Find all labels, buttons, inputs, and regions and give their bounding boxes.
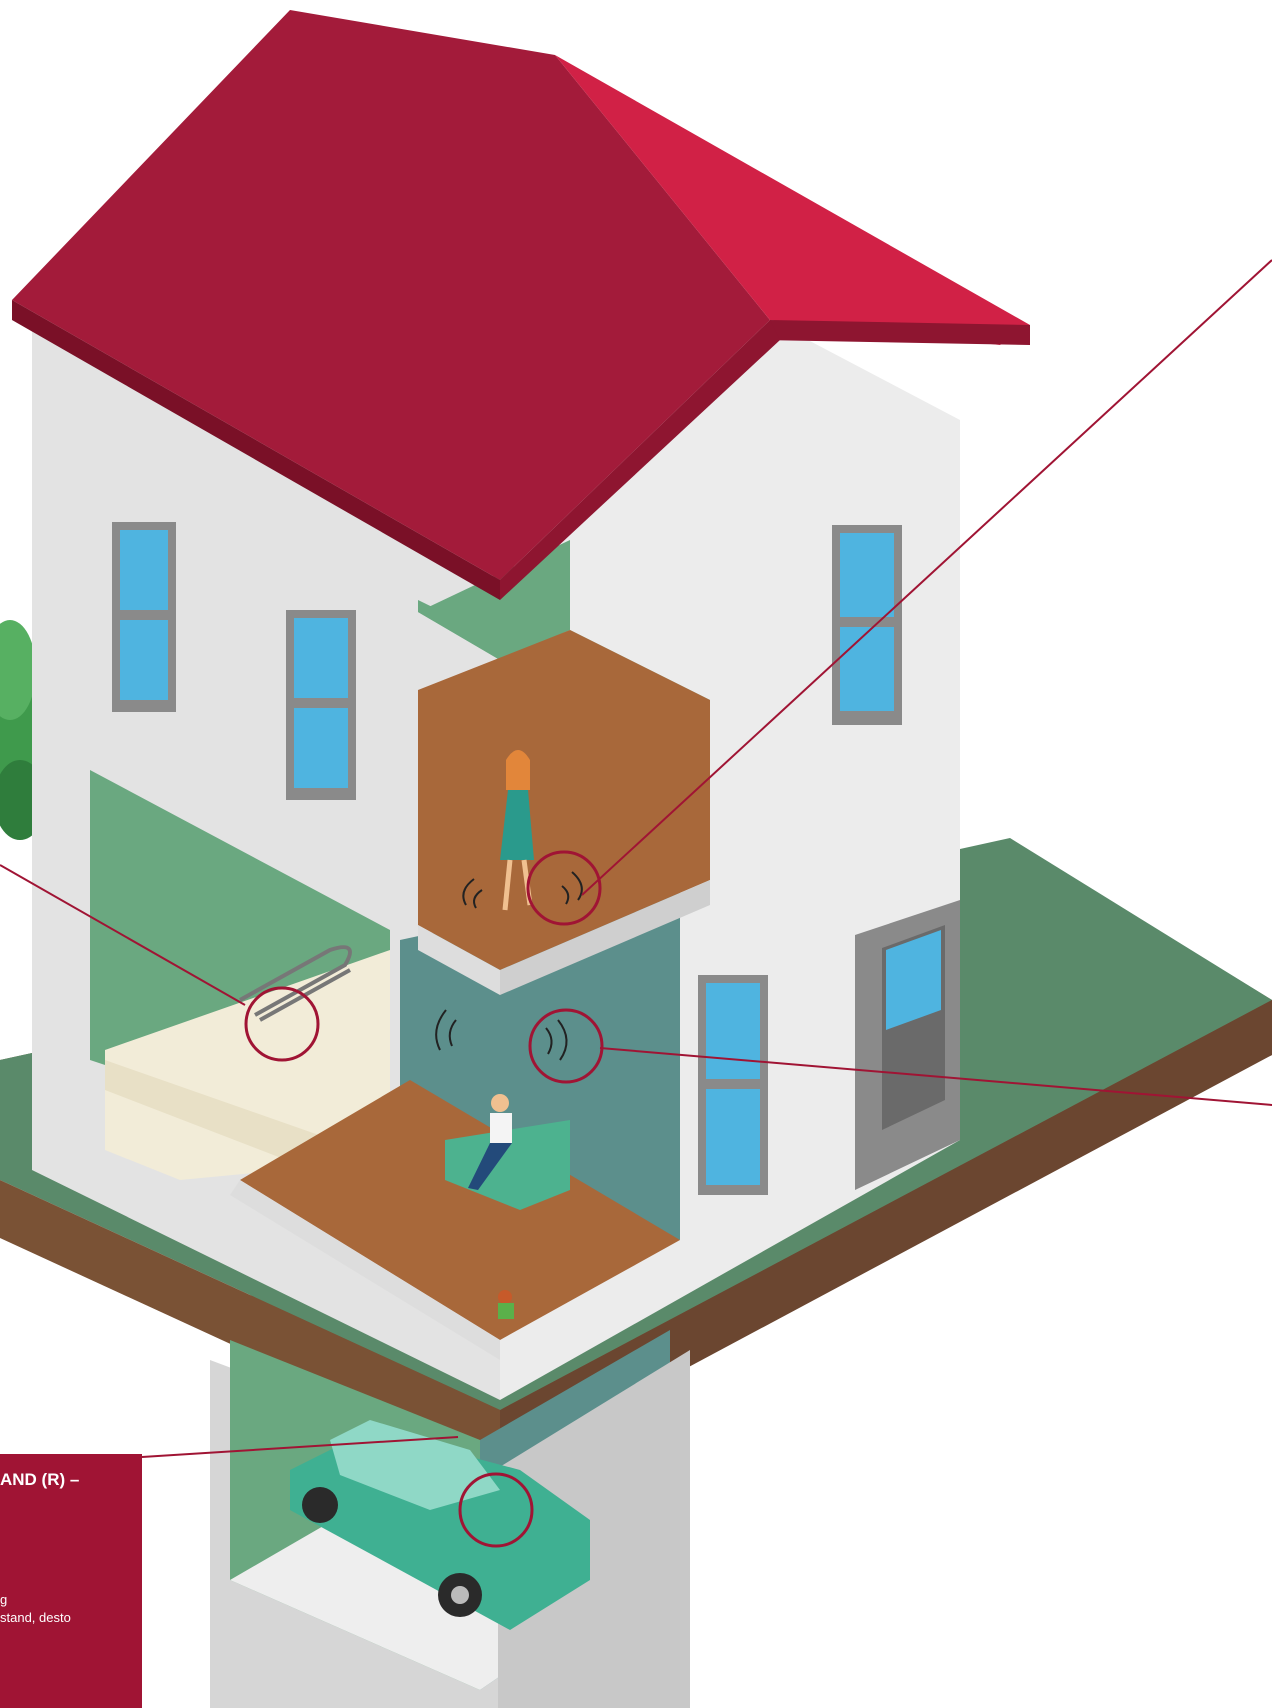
info-panel-line: stand, desto [0, 1610, 71, 1625]
front-door [855, 900, 960, 1190]
info-panel: AND (R) – g stand, desto [0, 1454, 142, 1708]
info-panel-heading: AND (R) – [0, 1470, 79, 1490]
info-panel-line: g [0, 1592, 7, 1607]
